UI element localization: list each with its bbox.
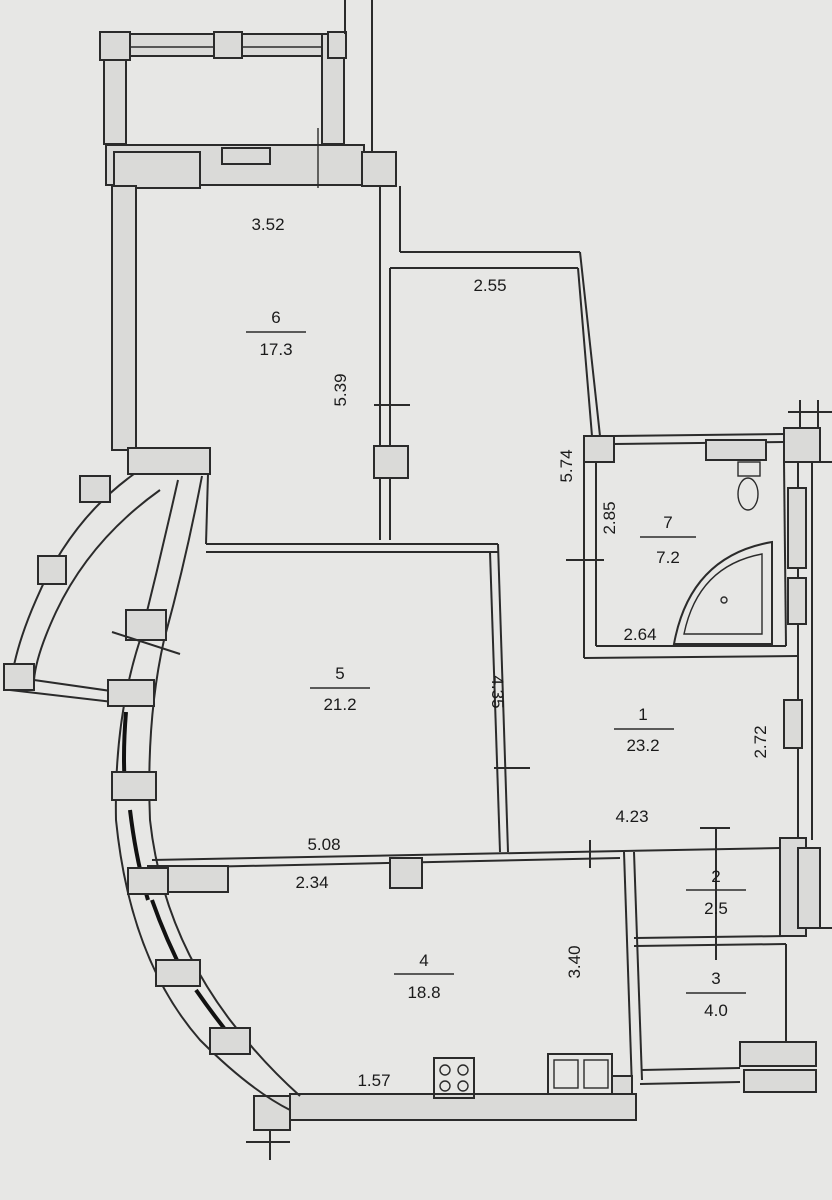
room-number-6: 6 xyxy=(271,308,280,327)
dimension-5-39: 5.39 xyxy=(331,373,350,406)
room-label-3: 3 4.0 xyxy=(686,969,746,1020)
room-label-5: 5 21.2 xyxy=(310,664,370,714)
room-label-1: 1 23.2 xyxy=(614,705,674,755)
dimension-2-55: 2.55 xyxy=(473,276,506,295)
dimension-1-57: 1.57 xyxy=(357,1071,390,1090)
dimension-2-64: 2.64 xyxy=(623,625,656,644)
room-number-3: 3 xyxy=(711,969,720,988)
room-area-6: 17.3 xyxy=(259,340,292,359)
room-area-3: 4.0 xyxy=(704,1001,728,1020)
room-number-7: 7 xyxy=(663,513,672,532)
bay-wall xyxy=(3,473,301,1111)
dimension-5-08: 5.08 xyxy=(307,835,340,854)
room-area-7: 7.2 xyxy=(656,548,680,567)
sink-icon xyxy=(547,1053,633,1095)
walls xyxy=(105,128,832,1160)
room-number-5: 5 xyxy=(335,664,344,683)
dimension-3-52: 3.52 xyxy=(251,215,284,234)
bathtub-icon xyxy=(672,540,773,645)
dimension-3-40: 3.40 xyxy=(565,945,584,978)
room-area-4: 18.8 xyxy=(407,983,440,1002)
dimension-5-74: 5.74 xyxy=(557,449,576,482)
dimension-2-34: 2.34 xyxy=(295,873,328,892)
room-area-2: 2.5 xyxy=(704,899,728,918)
toilet-icon xyxy=(705,439,767,511)
room-label-7: 7 7.2 xyxy=(640,513,696,567)
stove-icon xyxy=(433,1057,475,1099)
dimension-2-72: 2.72 xyxy=(751,725,770,758)
dimension-4-35: 4.35 xyxy=(488,675,507,708)
dimension-4-23: 4.23 xyxy=(615,807,648,826)
room-area-1: 23.2 xyxy=(626,736,659,755)
room-number-1: 1 xyxy=(638,705,647,724)
room-label-2: 2 2.5 xyxy=(686,867,746,918)
dimension-2-85: 2.85 xyxy=(600,501,619,534)
room-number-2: 2 xyxy=(711,867,720,886)
room-label-4: 4 18.8 xyxy=(394,951,454,1002)
room-number-4: 4 xyxy=(419,951,428,970)
room-label-6: 6 17.3 xyxy=(246,308,306,359)
room-area-5: 21.2 xyxy=(323,695,356,714)
balcony-top xyxy=(99,0,373,155)
